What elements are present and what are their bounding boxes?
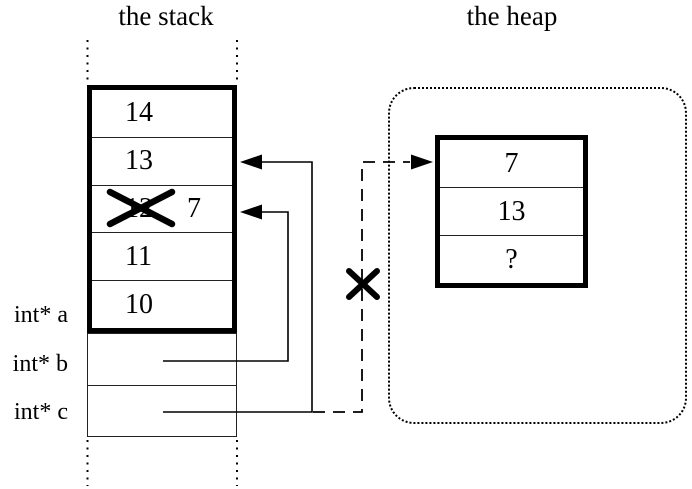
- stack-cell-old-value: 12: [125, 192, 153, 224]
- stack-cell-value: 13: [125, 145, 153, 177]
- pointer-b-arrowhead-left-icon: [240, 204, 262, 220]
- heap-cell-value: 13: [497, 195, 526, 227]
- pointer-row-c: [88, 384, 236, 437]
- stack-cell-13: 13: [92, 136, 232, 185]
- pointer-row-b: [88, 334, 236, 385]
- stack-cell-12-crossed: 12 7: [92, 184, 232, 233]
- pointer-c-arrowhead-left-icon: [240, 154, 262, 170]
- heap-cell-value: 7: [504, 147, 519, 179]
- heap-cell-unknown: ?: [440, 235, 583, 283]
- stack-cell-14: 14: [92, 90, 232, 137]
- stack-title: the stack: [118, 1, 214, 31]
- var-label-int-ptr-b: int* b: [12, 351, 68, 377]
- heap-cell-value: ?: [505, 243, 518, 275]
- stack-cell-value: 10: [125, 288, 153, 320]
- stack-cell-value: 14: [125, 97, 153, 129]
- stack-cell-value: 11: [125, 240, 152, 272]
- heap-title: the heap: [466, 1, 558, 31]
- stack-cell-new-value: 7: [187, 192, 201, 224]
- heap-cell-13: 13: [440, 187, 583, 235]
- heap-block-box: 7 13 ?: [435, 135, 588, 288]
- var-label-int-ptr-a: int* a: [14, 302, 68, 328]
- stack-cell-10: 10: [92, 280, 232, 328]
- pointer-variable-rows: [87, 333, 237, 437]
- severed-pointer-x-icon: [346, 268, 380, 300]
- stack-cell-11: 11: [92, 232, 232, 280]
- stack-frame-box: 14 13 12 7 11 10: [87, 85, 237, 333]
- var-label-int-ptr-c: int* c: [14, 399, 68, 425]
- heap-cell-7: 7: [440, 140, 583, 187]
